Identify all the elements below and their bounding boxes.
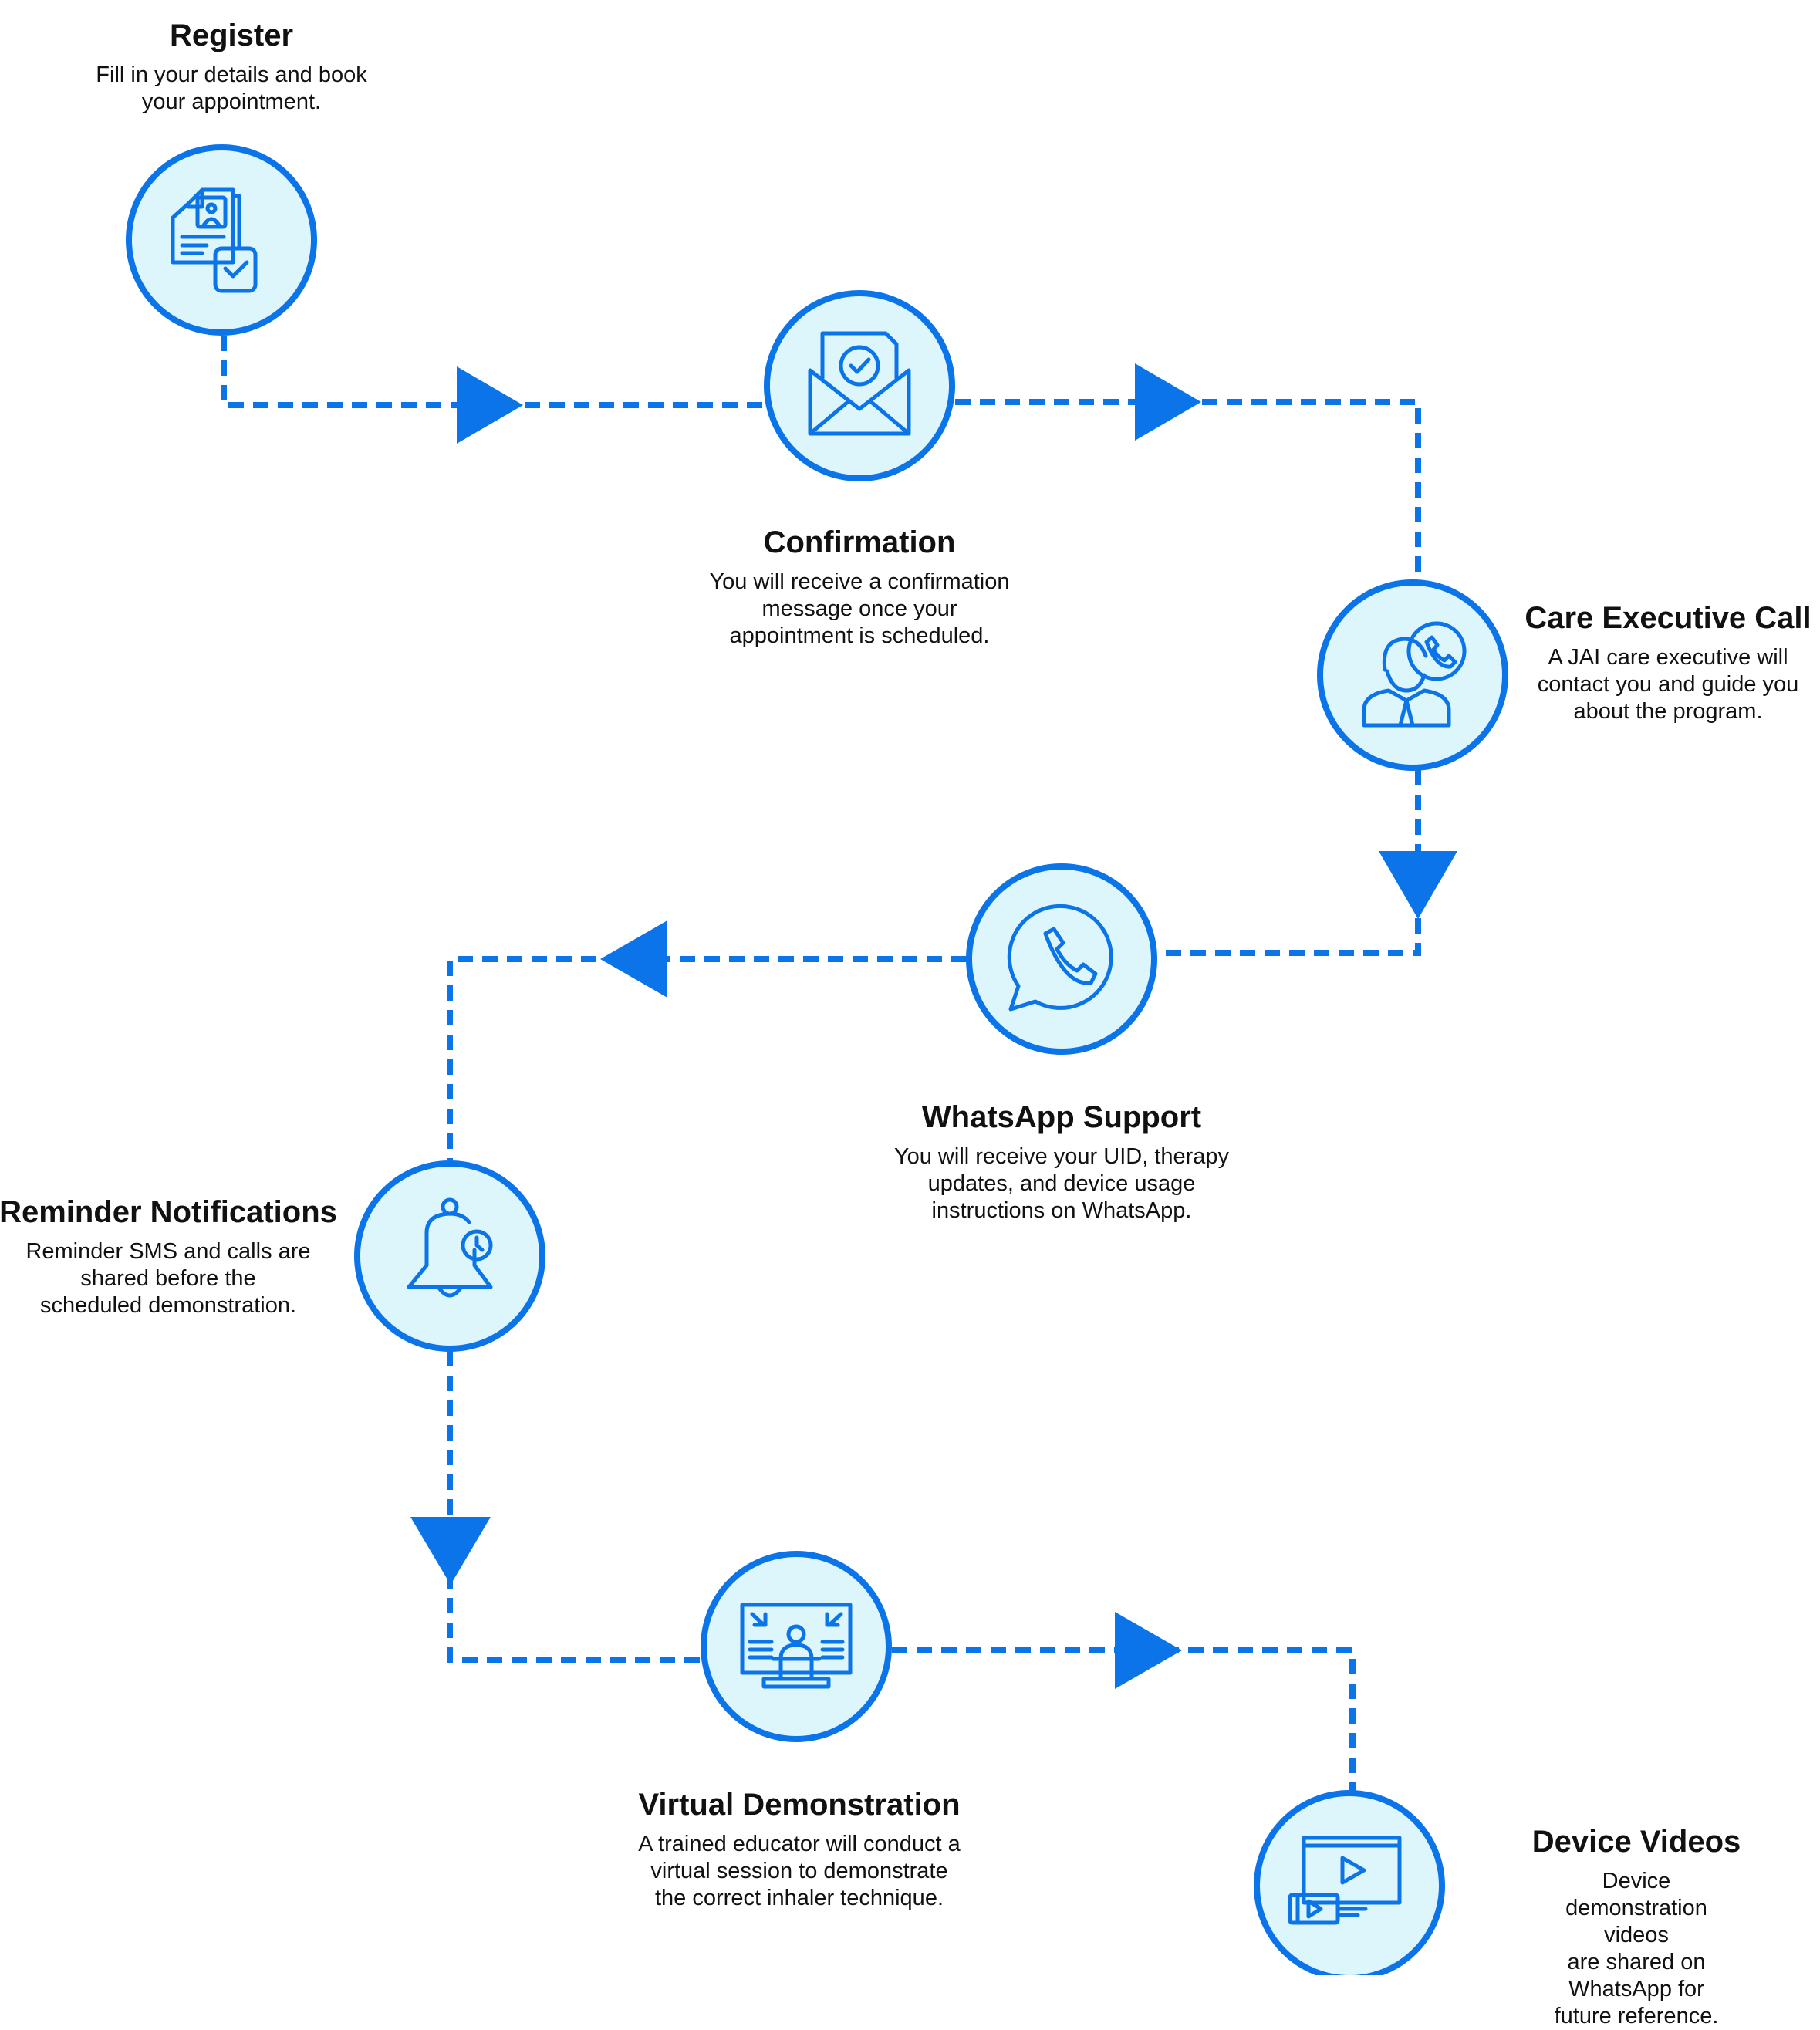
step-reminder-notifications: Reminder Notifications Reminder SMS and …: [0, 1194, 337, 1319]
step-care-executive-call: Care Executive Call A JAI care executive…: [1525, 600, 1811, 725]
step-title: Register: [169, 19, 294, 52]
arrow-down-icon: [410, 1517, 491, 1585]
document-check-icon: [171, 187, 258, 293]
connector-5: [447, 1351, 703, 1663]
step-title: Device Videos: [1531, 1825, 1741, 1859]
arrow-down-icon: [1379, 851, 1457, 919]
step-title: Virtual Demonstration: [638, 1788, 961, 1822]
step-description: Reminder SMS and calls are shared before…: [25, 1239, 311, 1318]
step-title: Care Executive Call: [1525, 601, 1812, 635]
step-confirmation: Confirmation You will receive a confirma…: [709, 524, 1009, 650]
step-description: Device demonstration videos are shared o…: [1554, 1869, 1719, 2028]
arrow-left-icon: [600, 920, 667, 998]
connector-4: [447, 956, 967, 1160]
envelope-check-icon: [808, 331, 911, 436]
step-description: Fill in your details and book your appoi…: [96, 62, 367, 114]
step-circle-reminder: [354, 1160, 545, 1352]
step-description: You will receive a confirmation message …: [709, 569, 1010, 648]
whatsapp-icon: [1007, 904, 1113, 1012]
step-device-videos: Device Videos Device demonstration video…: [1532, 1823, 1741, 2030]
arrow-right-icon: [1135, 363, 1201, 441]
person-phone-icon: [1362, 621, 1467, 728]
step-description: A JAI care executive will contact you an…: [1537, 645, 1799, 724]
step-description: You will receive your UID, therapy updat…: [893, 1144, 1230, 1223]
step-circle-register: [126, 144, 317, 336]
flow-diagram: [126, 144, 1508, 1975]
bell-clock-icon: [407, 1197, 493, 1298]
step-description: A trained educator will conduct a virtua…: [638, 1832, 961, 1910]
step-title: Confirmation: [763, 525, 956, 559]
step-circle-videos: [1254, 1790, 1445, 1975]
step-title: Reminder Notifications: [0, 1195, 337, 1229]
connector-1: [221, 336, 765, 408]
connector-3: [1157, 770, 1421, 956]
step-circle-care-call: [1317, 579, 1508, 771]
step-title: WhatsApp Support: [921, 1100, 1202, 1134]
step-virtual-demonstration: Virtual Demonstration A trained educator…: [638, 1786, 961, 1912]
video-play-icon: [1288, 1836, 1402, 1925]
arrow-right-icon: [1115, 1612, 1182, 1689]
step-whatsapp-support: WhatsApp Support You will receive your U…: [894, 1099, 1229, 1224]
connector-6: [892, 1647, 1356, 1792]
connector-2: [955, 399, 1421, 583]
step-register: Register Fill in your details and book y…: [96, 17, 366, 116]
presenter-screen-icon: [740, 1603, 853, 1689]
arrow-right-icon: [457, 366, 523, 444]
